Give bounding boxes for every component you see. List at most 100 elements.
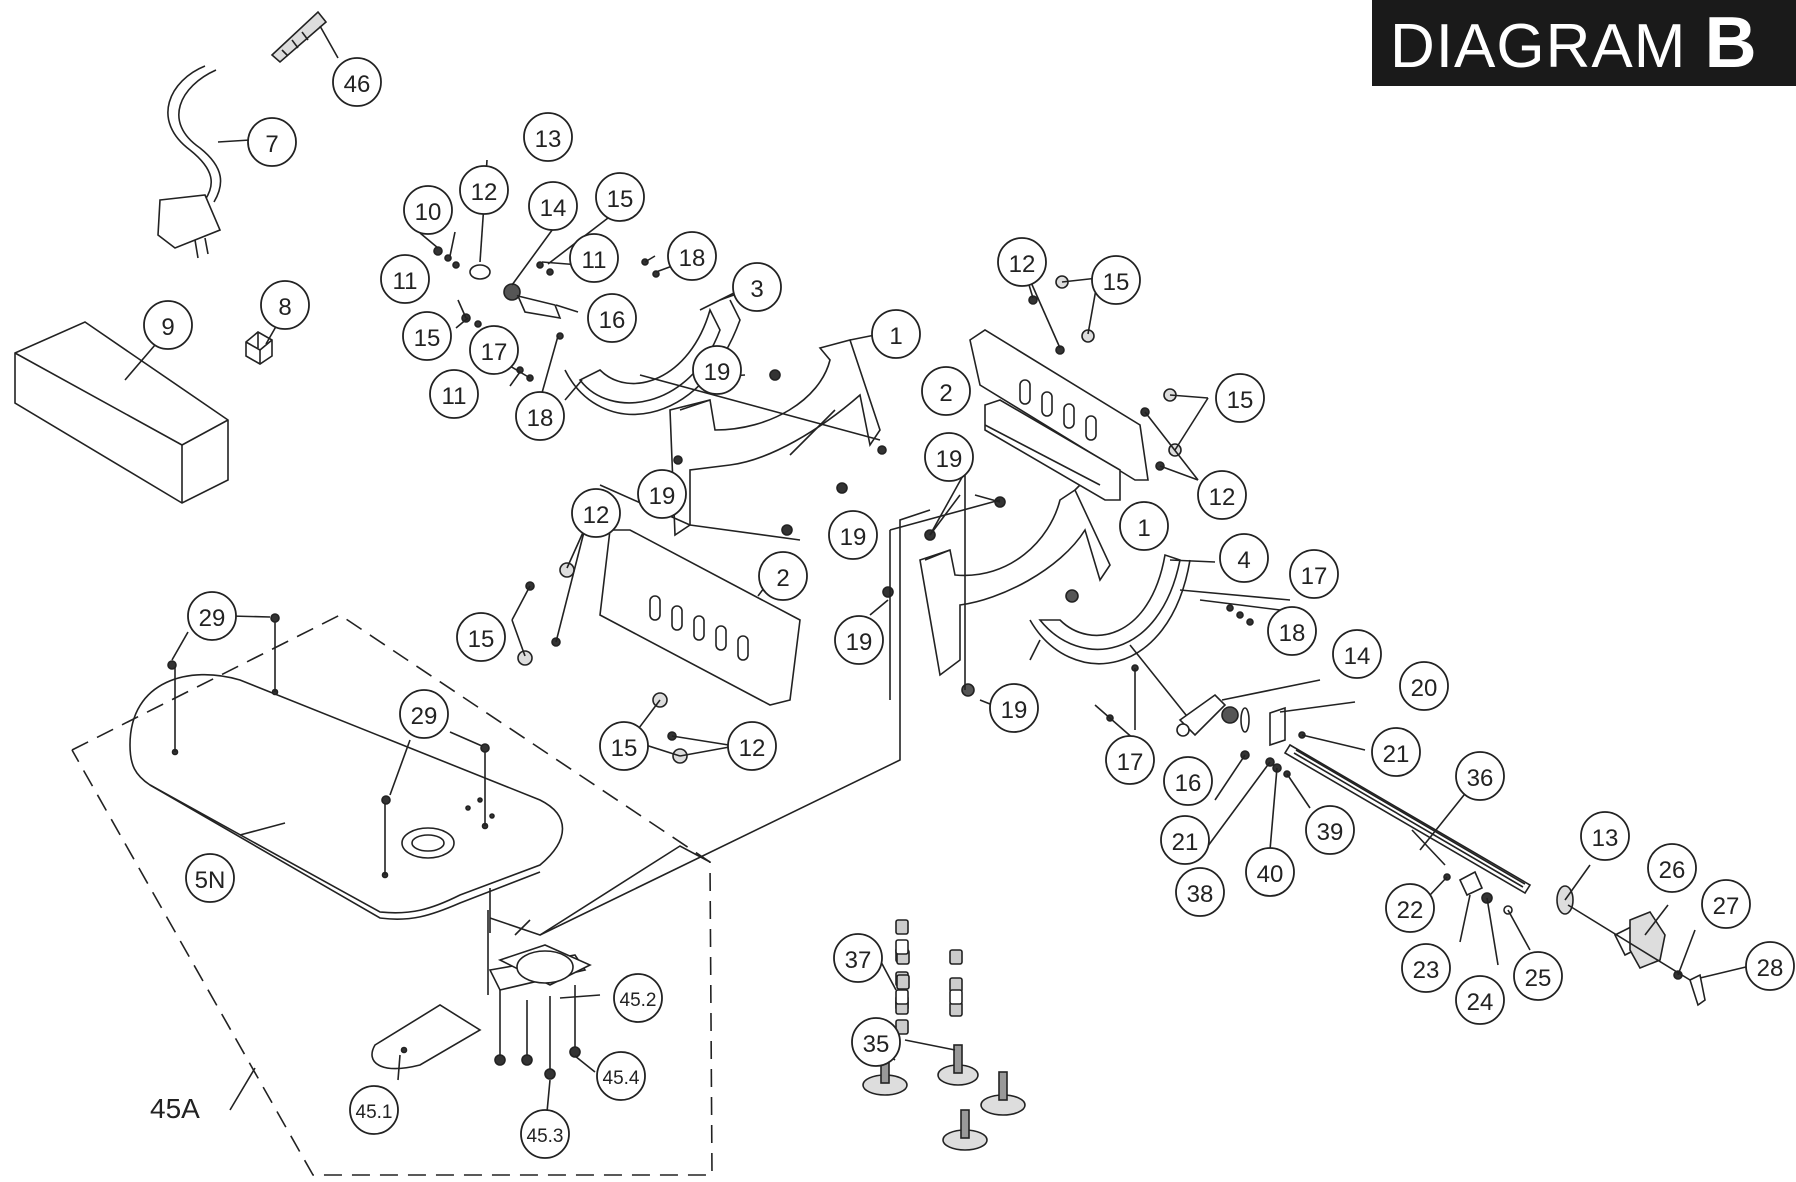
svg-text:12: 12 [1009, 251, 1036, 278]
svg-text:29: 29 [199, 605, 226, 632]
callout-21: 21 [1160, 815, 1210, 865]
callout-46: 46 [332, 57, 382, 107]
svg-text:8: 8 [278, 294, 291, 321]
svg-text:45.2: 45.2 [620, 990, 657, 1011]
callout-19: 19 [834, 615, 884, 665]
callout-25: 25 [1513, 951, 1563, 1001]
callout-15: 15 [456, 612, 506, 662]
svg-text:36: 36 [1467, 765, 1494, 792]
callout-17: 17 [1289, 549, 1339, 599]
callout-19: 19 [692, 345, 742, 395]
callout-1: 1 [1119, 501, 1169, 551]
svg-text:19: 19 [840, 524, 867, 551]
callout-24: 24 [1455, 975, 1505, 1025]
svg-text:23: 23 [1413, 957, 1440, 984]
callout-12: 12 [571, 488, 621, 538]
callout-10: 10 [403, 185, 453, 235]
callout-18: 18 [515, 391, 565, 441]
svg-text:21: 21 [1172, 829, 1199, 856]
svg-text:39: 39 [1317, 819, 1344, 846]
svg-text:15: 15 [1227, 387, 1254, 414]
svg-text:11: 11 [393, 268, 418, 295]
svg-text:17: 17 [1301, 563, 1328, 590]
svg-text:14: 14 [1344, 643, 1371, 670]
svg-text:28: 28 [1757, 955, 1784, 982]
svg-text:25: 25 [1525, 965, 1552, 992]
callout-35: 35 [851, 1017, 901, 1067]
callout-19: 19 [924, 432, 974, 482]
dust-port-part [488, 944, 601, 1113]
callout-28: 28 [1745, 941, 1795, 991]
assembly-45a-outline [71, 614, 713, 1176]
svg-text:27: 27 [1713, 893, 1740, 920]
callout-15: 15 [402, 311, 452, 361]
callout-7: 7 [247, 117, 297, 167]
svg-text:15: 15 [414, 325, 441, 352]
callout-19: 19 [989, 683, 1039, 733]
callout-14: 14 [1332, 629, 1382, 679]
callout-20: 20 [1399, 661, 1449, 711]
svg-text:18: 18 [679, 245, 706, 272]
callout-18: 18 [667, 231, 717, 281]
svg-text:35: 35 [863, 1031, 890, 1058]
callout-26: 26 [1647, 843, 1697, 893]
power-cord-part [157, 65, 251, 259]
callout-19: 19 [828, 510, 878, 560]
callout-40: 40 [1245, 847, 1295, 897]
svg-text:13: 13 [535, 126, 562, 153]
callout-4: 4 [1219, 533, 1269, 583]
svg-text:2: 2 [776, 565, 789, 592]
diagram-title-box [1372, 0, 1796, 86]
svg-text:11: 11 [442, 383, 467, 410]
svg-text:19: 19 [1001, 697, 1028, 724]
callout-12: 12 [997, 237, 1047, 287]
svg-text:9: 9 [161, 314, 174, 341]
svg-text:1: 1 [889, 323, 902, 350]
svg-text:45.1: 45.1 [356, 1102, 393, 1123]
svg-text:15: 15 [1103, 269, 1130, 296]
svg-text:45.4: 45.4 [603, 1068, 640, 1089]
svg-text:19: 19 [936, 446, 963, 473]
svg-text:3: 3 [750, 276, 763, 303]
callout-3: 3 [732, 262, 782, 312]
callout-11: 11 [380, 254, 430, 304]
callout-15: 15 [595, 172, 645, 222]
svg-text:19: 19 [649, 483, 676, 510]
svg-text:37: 37 [845, 947, 872, 974]
callout-27: 27 [1701, 879, 1751, 929]
svg-text:40: 40 [1257, 861, 1284, 888]
diagram-title-word: DIAGRAM [1390, 12, 1687, 81]
svg-text:45.3: 45.3 [527, 1126, 564, 1147]
assembly-label-45a: 45A [150, 1093, 200, 1124]
callout-17: 17 [1105, 735, 1155, 785]
callout-13: 13 [1580, 811, 1630, 861]
svg-text:12: 12 [739, 735, 766, 762]
svg-text:15: 15 [611, 735, 638, 762]
diagram-title: DIAGRAM B [1390, 2, 1758, 84]
svg-text:1: 1 [1137, 515, 1150, 542]
callout-36: 36 [1455, 751, 1505, 801]
foot-plate-part [371, 1004, 482, 1081]
callout-13: 13 [523, 112, 573, 162]
callout-23: 23 [1401, 943, 1451, 993]
callout-15: 15 [1215, 373, 1265, 423]
callout-1: 1 [871, 309, 921, 359]
svg-text:46: 46 [344, 71, 371, 98]
callout-29: 29 [187, 591, 237, 641]
callout-16: 16 [1163, 756, 1213, 806]
callout-15: 15 [1091, 255, 1141, 305]
diagram-title-letter: B [1704, 3, 1758, 83]
right-segment-part [1029, 553, 1291, 741]
callout-18: 18 [1267, 606, 1317, 656]
callout-45-2: 45.2 [613, 973, 663, 1023]
svg-text:21: 21 [1383, 741, 1410, 768]
right-bracket-part [869, 471, 1111, 709]
callout-2: 2 [921, 366, 971, 416]
callout-9: 9 [143, 300, 193, 350]
svg-text:19: 19 [846, 629, 873, 656]
svg-text:4: 4 [1237, 547, 1250, 574]
svg-text:26: 26 [1659, 857, 1686, 884]
callout-5n: 5N [185, 853, 235, 903]
callout-12: 12 [459, 165, 509, 215]
